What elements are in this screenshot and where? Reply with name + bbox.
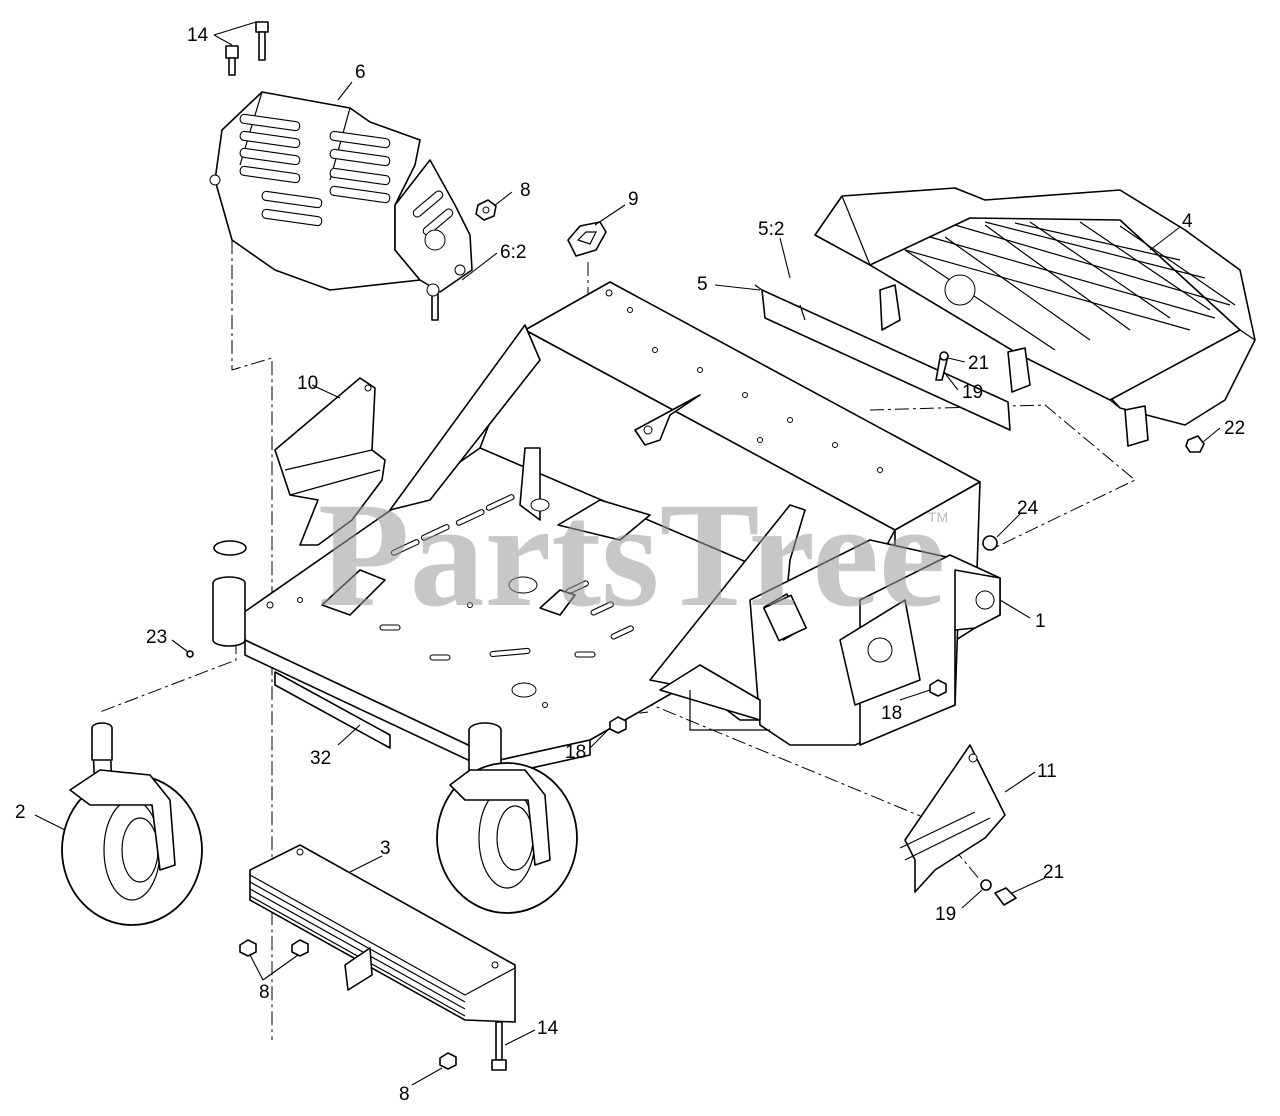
part-8-nut-bottom-b xyxy=(291,939,309,957)
tube-cap-ring xyxy=(213,540,247,556)
callout-19-lower: 19 xyxy=(935,904,956,925)
callout-labels: 14 6 8 9 6:2 5:2 5 4 21 19 22 10 24 1 23… xyxy=(15,25,1245,1105)
partstree-watermark: PartsTree xyxy=(318,472,945,638)
callout-1: 1 xyxy=(1035,611,1046,632)
part-18-nut-left xyxy=(609,716,627,734)
part-8-nut-bottom-c xyxy=(439,1052,457,1070)
part-6-top-cover xyxy=(209,91,473,321)
callout-6-2: 6:2 xyxy=(500,242,526,263)
callout-5-2: 5:2 xyxy=(758,219,784,240)
part-4-foot-platform xyxy=(814,187,1256,447)
part-2-caster-wheel-left xyxy=(61,722,203,926)
part-14-bolts-top xyxy=(225,21,269,76)
part-9-grommet xyxy=(567,221,607,257)
callout-4: 4 xyxy=(1182,211,1193,232)
callout-11: 11 xyxy=(1037,761,1057,782)
callout-10: 10 xyxy=(297,373,318,394)
part-3-hitch-bar xyxy=(249,844,516,1023)
cover-slots xyxy=(239,113,454,236)
callout-21-lower: 21 xyxy=(1043,862,1064,883)
callout-8-middle: 8 xyxy=(259,982,270,1003)
callout-22: 22 xyxy=(1224,418,1245,439)
part-11-bracket xyxy=(899,744,1006,893)
part-24-washer xyxy=(982,535,998,551)
callout-32: 32 xyxy=(310,748,331,769)
callout-19-upper: 19 xyxy=(962,382,983,403)
part-23-pin xyxy=(186,650,194,658)
callout-24: 24 xyxy=(1017,498,1039,519)
caster-wheel-right xyxy=(436,762,578,914)
frame-holes xyxy=(266,289,883,708)
part-22-bolt xyxy=(1185,435,1205,453)
part-10-bracket xyxy=(274,377,386,546)
part-8-nut-upper xyxy=(475,199,497,221)
callout-14-top: 14 xyxy=(187,25,209,46)
main-frame xyxy=(212,281,1001,797)
part-5-plate xyxy=(754,284,1011,431)
part-18-nut-right xyxy=(929,679,947,697)
callout-18-left: 18 xyxy=(565,742,586,763)
callout-21-upper: 21 xyxy=(968,353,989,374)
callout-18-right: 18 xyxy=(881,703,902,724)
platform-grate xyxy=(904,221,1236,351)
callout-5: 5 xyxy=(697,274,708,295)
callout-14-bottom: 14 xyxy=(537,1018,559,1039)
callout-23: 23 xyxy=(146,627,167,648)
leader-lines xyxy=(34,21,1221,1086)
part-21-bolt-upper xyxy=(935,351,949,381)
callout-6: 6 xyxy=(355,62,366,83)
part-14-bolt-bottom xyxy=(491,1021,507,1071)
callout-8-upper: 8 xyxy=(520,180,531,201)
callout-3: 3 xyxy=(380,838,391,859)
callout-8-bottom: 8 xyxy=(399,1084,410,1105)
callout-2: 2 xyxy=(15,802,26,823)
part-21-bolt-lower xyxy=(994,887,1017,906)
part-32-decal xyxy=(274,671,391,749)
callout-9: 9 xyxy=(628,189,639,210)
deck-slots xyxy=(379,494,634,661)
part-1-hitch xyxy=(954,569,1001,631)
part-19-washer-lower xyxy=(980,879,992,891)
watermark-tm: TM xyxy=(928,509,948,525)
part-8-nut-bottom-a xyxy=(239,939,257,957)
